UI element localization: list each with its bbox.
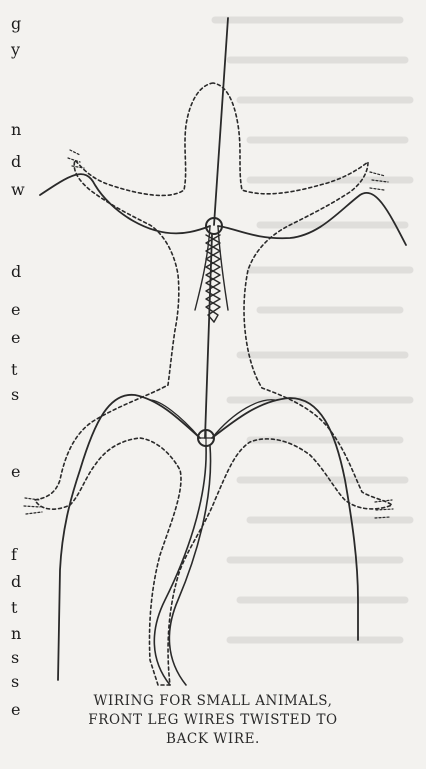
figure-caption: WIRING FOR SMALL ANIMALS, FRONT LEG WIRE…	[0, 692, 426, 749]
back-left-claws	[24, 498, 42, 514]
back-leg-wire-left	[58, 395, 200, 680]
wiring-diagram-illustration	[0, 0, 426, 690]
animal-outline	[35, 83, 392, 685]
spine-wire	[214, 18, 228, 225]
tail-wire	[154, 446, 206, 685]
back-leg-strand-b	[212, 400, 275, 438]
front-leg-wire-right	[218, 193, 406, 245]
front-left-claws	[68, 150, 84, 168]
caption-line-3: BACK WIRE.	[0, 730, 426, 749]
back-leg-wire-right	[212, 398, 358, 640]
caption-line-2: FRONT LEG WIRES TWISTED TO	[0, 711, 426, 730]
caption-line-1: WIRING FOR SMALL ANIMALS,	[0, 692, 426, 711]
front-right-claws	[370, 172, 388, 190]
